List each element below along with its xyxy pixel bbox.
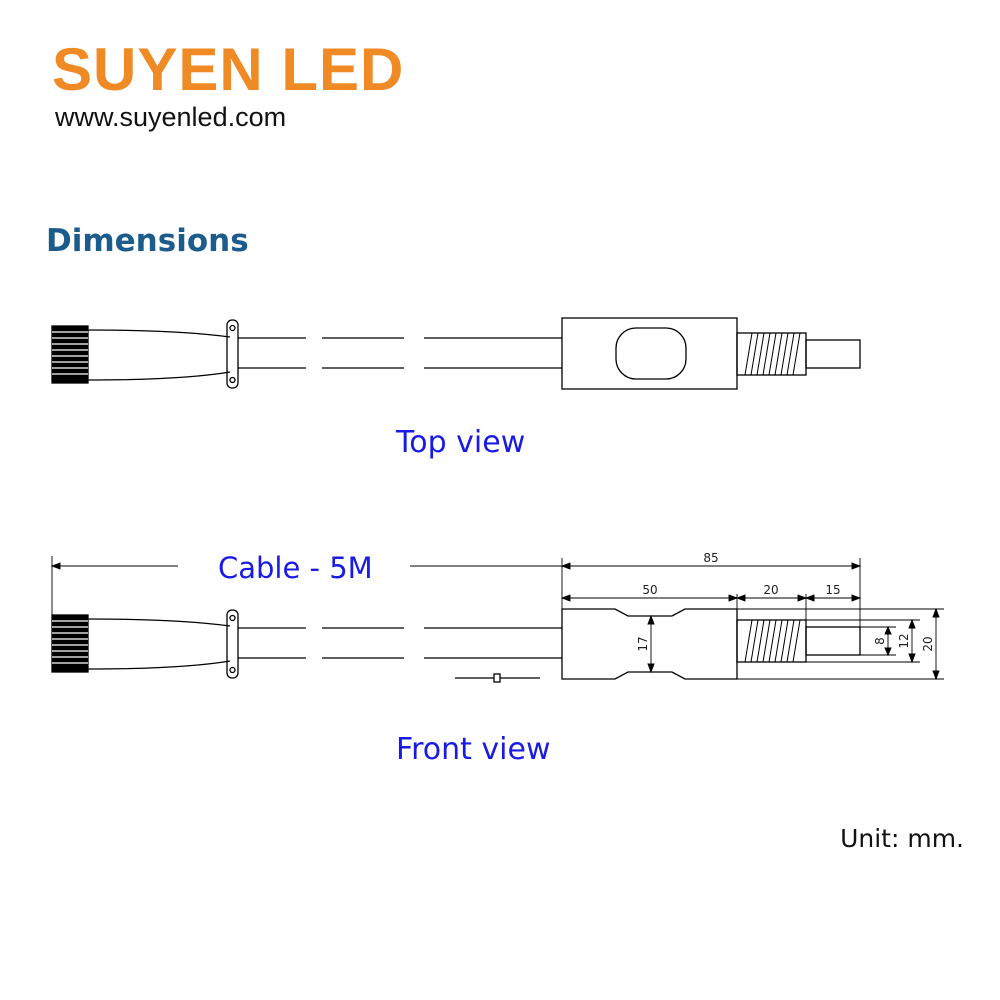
cable-clip — [226, 319, 239, 389]
taper-top — [87, 329, 231, 338]
website-url: www.suyenled.com — [55, 102, 287, 132]
dim-overall: 85 — [703, 551, 718, 565]
section-title: Dimensions — [46, 223, 249, 259]
dim-tip: 15 — [825, 583, 840, 597]
front-view-label: Front view — [396, 732, 551, 767]
dim-body: 50 — [642, 583, 657, 597]
unit-label: Unit: mm. — [840, 824, 964, 853]
front-view-drawing — [51, 608, 861, 683]
dim-tip-diameter: 8 — [873, 637, 887, 645]
cable-length-label: Cable - 5M — [218, 551, 373, 585]
brand-logo: SUYEN LED — [52, 36, 405, 103]
dim-thread: 20 — [763, 583, 778, 597]
top-view-drawing — [51, 317, 861, 390]
top-view-label: Top view — [396, 425, 526, 460]
switch-tip — [805, 339, 861, 369]
dim-body-height: 17 — [636, 636, 650, 651]
dim-thread-diameter: 12 — [897, 633, 911, 648]
switch-button — [615, 327, 687, 380]
dim-overall-height: 20 — [921, 636, 935, 651]
taper-bottom — [87, 371, 231, 381]
